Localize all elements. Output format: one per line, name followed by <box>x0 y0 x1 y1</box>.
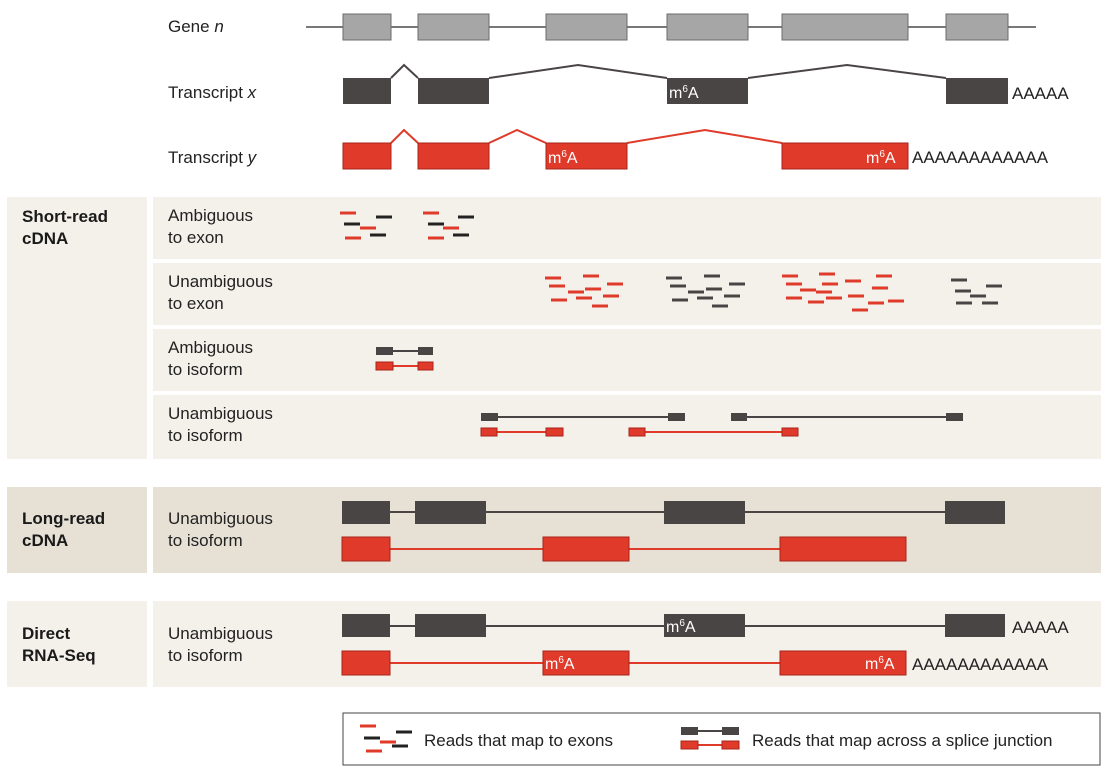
row-panel-ambiguous-isoform <box>153 329 1101 391</box>
long-read-y-exon-3 <box>542 536 630 562</box>
tx-y-polya: AAAAAAAAAAAA <box>912 148 1049 167</box>
long-read-x-exon-4 <box>664 501 745 524</box>
legend-junction-reads-icon <box>680 727 740 750</box>
tx-x-exon-2 <box>418 78 489 104</box>
tx-y-exon-3 <box>545 142 628 170</box>
transcript-x: Transcript x m6A AAAAA <box>168 63 1069 104</box>
gene-exon-3 <box>545 13 628 41</box>
gene-n: Gene n <box>168 13 1036 41</box>
legend-exon-reads-icon <box>360 724 412 753</box>
row-label-unambiguous-isoform-1: Unambiguous <box>168 404 273 423</box>
row-label-unambiguous-exon-1: Unambiguous <box>168 272 273 291</box>
direct-rna-row-label-2: to isoform <box>168 646 243 665</box>
row-panel-unambiguous-isoform <box>153 395 1101 459</box>
row-label-unambiguous-exon-2: to exon <box>168 294 224 313</box>
tx-x-m6a-label: m6A <box>669 84 699 102</box>
direct-x-m6a-label: m6A <box>666 618 696 636</box>
direct-x-exon-6 <box>945 614 1005 637</box>
direct-y-polya: AAAAAAAAAAAA <box>912 655 1049 674</box>
short-read-title-2: cDNA <box>22 229 68 248</box>
legend-exon-reads-text: Reads that map to exons <box>424 731 613 750</box>
gene-exon-4 <box>666 13 749 41</box>
tx-y-exon-2 <box>417 142 490 170</box>
gene-exon-2 <box>417 13 490 41</box>
short-read-title-1: Short-read <box>22 207 108 226</box>
gene-label: Gene n <box>168 17 224 36</box>
gene-exon-5 <box>781 13 909 41</box>
direct-x-polya: AAAAA <box>1012 618 1069 637</box>
short-reads-unambiguous-isoform <box>480 413 963 437</box>
tx-y-exon-1 <box>342 142 392 170</box>
direct-rna-isoforms: m6A AAAAA m6A m6A AAAAAAAAAAAA <box>341 614 1069 676</box>
direct-x-exon-1 <box>342 614 390 637</box>
transcript-y-label: Transcript y <box>168 148 258 167</box>
long-read-title-1: Long-read <box>22 509 105 528</box>
long-read-x-exon-2 <box>415 501 486 524</box>
direct-rna-label-panel <box>7 601 147 687</box>
direct-y-m6a-label-1: m6A <box>545 655 575 673</box>
long-read-isoforms <box>341 501 1005 562</box>
long-read-label-panel <box>7 487 147 573</box>
short-read-label-panel <box>7 197 147 459</box>
short-reads-ambiguous-exon <box>340 211 474 240</box>
direct-x-exon-2 <box>415 614 486 637</box>
direct-y-exon-3 <box>542 650 630 676</box>
long-read-row-label-2: to isoform <box>168 531 243 550</box>
tx-y-m6a-label-1: m6A <box>548 149 578 167</box>
row-label-ambiguous-exon-1: Ambiguous <box>168 206 253 225</box>
direct-y-exon-5 <box>779 650 907 676</box>
long-read-row-label-1: Unambiguous <box>168 509 273 528</box>
tx-x-exon-6 <box>946 78 1008 104</box>
row-label-ambiguous-isoform-1: Ambiguous <box>168 338 253 357</box>
legend-junction-reads-text: Reads that map across a splice junction <box>752 731 1053 750</box>
row-label-ambiguous-isoform-2: to isoform <box>168 360 243 379</box>
long-read-x-exon-6 <box>945 501 1005 524</box>
short-read-panel <box>7 197 1101 459</box>
direct-x-exon-4 <box>664 614 745 637</box>
tx-y-m6a-label-2: m6A <box>866 149 896 167</box>
legend-box <box>342 712 1101 766</box>
direct-y-m6a-label-2: m6A <box>865 655 895 673</box>
tx-x-polya: AAAAA <box>1012 84 1069 103</box>
short-reads-ambiguous-isoform <box>375 347 434 371</box>
direct-rna-title-1: Direct <box>22 624 71 643</box>
gene-exon-1 <box>342 13 392 41</box>
long-read-y-exon-5 <box>779 536 907 562</box>
transcript-x-label: Transcript x <box>168 83 257 102</box>
tx-y-exon-5 <box>781 142 909 170</box>
long-read-x-exon-1 <box>342 501 390 524</box>
gene-exon-6 <box>945 13 1009 41</box>
transcript-y: Transcript y m6A m6A AAAAAAAAAAAA <box>168 128 1049 170</box>
row-panel-ambiguous-exon <box>153 197 1101 259</box>
direct-rna-title-2: RNA-Seq <box>22 646 96 665</box>
direct-rna-panel <box>7 601 1101 687</box>
row-label-ambiguous-exon-2: to exon <box>168 228 224 247</box>
direct-y-exon-1 <box>341 650 391 676</box>
long-read-title-2: cDNA <box>22 531 68 550</box>
legend: Reads that map to exons Reads that map a… <box>342 712 1101 766</box>
row-label-unambiguous-isoform-2: to isoform <box>168 426 243 445</box>
row-panel-unambiguous-exon <box>153 263 1101 325</box>
tx-x-exon-4 <box>667 78 748 104</box>
direct-rna-row-label-1: Unambiguous <box>168 624 273 643</box>
short-reads-unambiguous-exon <box>545 272 1002 312</box>
tx-x-exon-1 <box>343 78 391 104</box>
long-read-y-exon-1 <box>341 536 391 562</box>
